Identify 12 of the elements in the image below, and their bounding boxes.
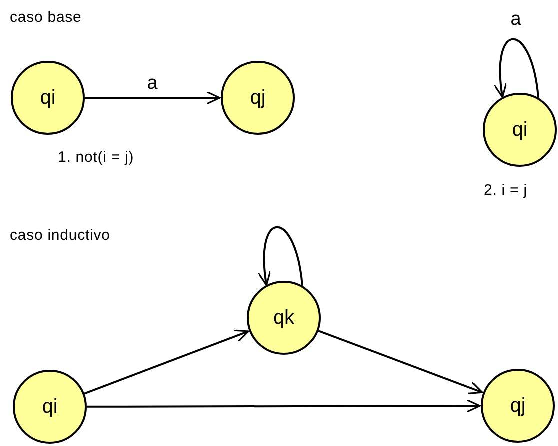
arrow xyxy=(87,399,481,413)
arrow xyxy=(85,91,221,105)
edge-label: a xyxy=(510,10,522,29)
caption: caso base xyxy=(10,10,82,25)
caption: 2. i = j xyxy=(484,183,528,198)
caption: 1. not(i = j) xyxy=(58,150,134,165)
arrow xyxy=(84,330,250,395)
arrow xyxy=(258,226,304,286)
caption: caso inductivo xyxy=(10,228,110,243)
arrow xyxy=(494,38,540,98)
arrow xyxy=(318,330,484,394)
edge-label: a xyxy=(147,74,158,93)
